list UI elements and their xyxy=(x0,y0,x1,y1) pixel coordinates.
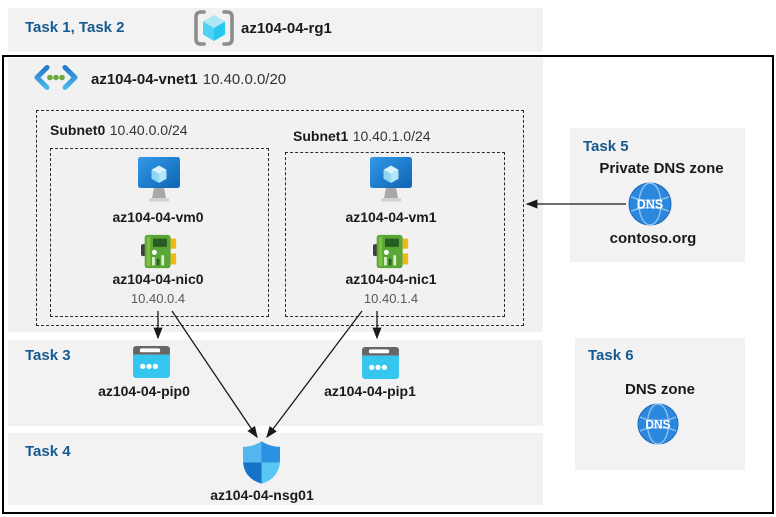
subnet1-name: Subnet1 xyxy=(293,128,349,144)
nic1-name: az104-04-nic1 xyxy=(345,271,437,287)
private-dns-zone-title: Private DNS zone xyxy=(599,160,724,177)
nic-icon xyxy=(373,233,410,270)
nic-icon xyxy=(141,233,178,270)
vnet-name: az104-04-vnet1 xyxy=(91,71,198,88)
public-ip-icon xyxy=(362,347,399,379)
shield-icon xyxy=(243,441,280,484)
virtual-machine-icon xyxy=(137,156,181,203)
nsg-name: az104-04-nsg01 xyxy=(210,487,314,503)
task6-label: Task 6 xyxy=(588,347,634,364)
dns-zone-title: DNS zone xyxy=(624,381,695,398)
nic0-private-ip: 10.40.0.4 xyxy=(130,291,186,306)
subnet1-title: Subnet1 10.40.1.0/24 xyxy=(293,128,431,146)
dns-icon-text: DNS xyxy=(637,198,663,212)
task3-label: Task 3 xyxy=(25,347,71,364)
dns-icon: DNS xyxy=(628,182,672,226)
task4-label: Task 4 xyxy=(25,443,71,460)
subnet0-title: Subnet0 10.40.0.0/24 xyxy=(50,122,188,140)
task5-label: Task 5 xyxy=(583,138,629,155)
private-dns-zone-name: contoso.org xyxy=(609,230,697,247)
vnet-cidr: 10.40.0.0/20 xyxy=(202,71,287,88)
resource-group-name: az104-04-rg1 xyxy=(241,20,332,37)
subnet1-box xyxy=(285,152,505,317)
nic0-name: az104-04-nic0 xyxy=(112,271,204,287)
resource-group-band xyxy=(8,8,543,52)
pip1-name: az104-04-pip1 xyxy=(324,383,416,399)
vm1-name: az104-04-vm1 xyxy=(345,209,437,225)
dns-icon-text: DNS xyxy=(645,417,670,431)
virtual-machine-icon xyxy=(369,156,413,203)
public-ip-icon xyxy=(133,346,170,378)
resource-group-icon xyxy=(192,8,236,48)
vnet-panel xyxy=(8,58,543,332)
nic1-private-ip: 10.40.1.4 xyxy=(363,291,419,306)
task-1-2-label: Task 1, Task 2 xyxy=(25,19,125,36)
dns-icon: DNS xyxy=(637,403,679,445)
subnet0-name: Subnet0 xyxy=(50,122,106,138)
subnet0-cidr: 10.40.0.0/24 xyxy=(109,122,188,138)
subnet1-cidr: 10.40.1.0/24 xyxy=(352,128,431,144)
vm0-name: az104-04-vm0 xyxy=(112,209,204,225)
pip0-name: az104-04-pip0 xyxy=(98,383,190,399)
subnet0-box xyxy=(50,148,269,317)
virtual-network-icon xyxy=(33,64,79,91)
